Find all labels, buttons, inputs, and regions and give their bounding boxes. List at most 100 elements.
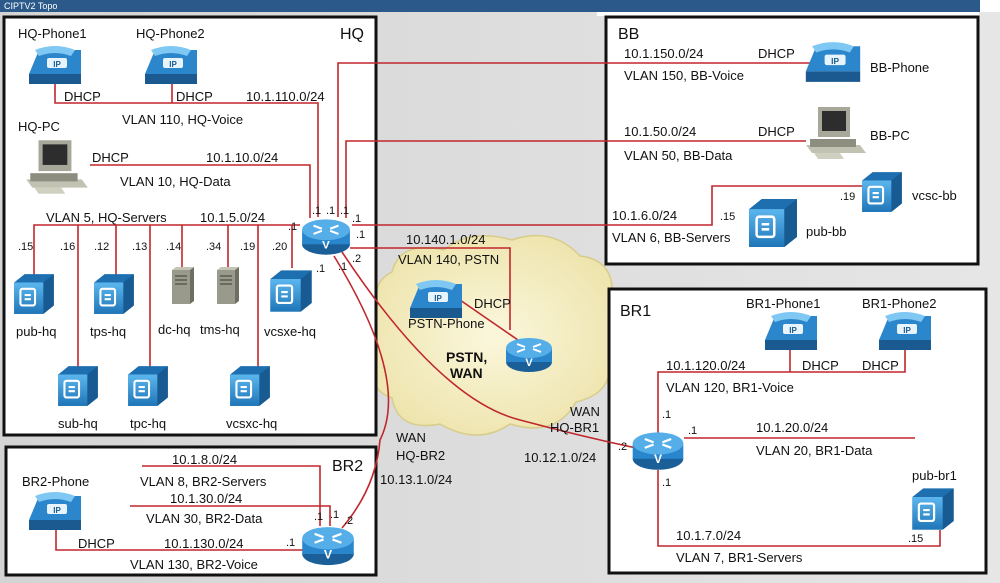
bb-phone-label: BB-Phone [870,60,929,75]
tms-hq-icon[interactable] [216,266,239,305]
site-title-bb: BB [618,26,639,43]
br2-wan-label: WAN [396,430,426,445]
br2-wan-subnet: 10.13.1.0/24 [380,472,452,487]
vcsxc-hq-ip: .19 [240,241,255,253]
tps-hq-ip: .12 [94,241,109,253]
vcsxc-hq-label: vcsxc-hq [226,416,277,431]
br2-router-icon[interactable] [301,525,355,567]
hq-phone2-label: HQ-Phone2 [136,26,205,41]
hq-phone2-dhcp: DHCP [176,89,213,104]
tms-hq-label: tms-hq [200,322,240,337]
hq-servers-subnet: 10.1.5.0/24 [200,210,265,225]
hq-data-subnet: 10.1.10.0/24 [206,150,278,165]
pub-bb-ip: .15 [720,211,735,223]
pub-hq-icon[interactable] [13,273,55,315]
br1-voice-subnet: 10.1.120.0/24 [666,358,746,373]
vcsxe-hq-icon[interactable] [269,269,313,313]
pub-bb-icon[interactable] [747,197,799,249]
hq-router-ip-br1: .2 [352,253,361,265]
pstn-router-icon[interactable] [504,336,554,374]
link-br2-data [130,505,331,526]
br2-wan-link-name: HQ-BR2 [396,448,445,463]
br1-phone2-label: BR1-Phone2 [862,296,936,311]
hq-router-ip-pstn: .1 [356,229,365,241]
br2-phone-dhcp: DHCP [78,536,115,551]
br2-phone-icon[interactable] [29,492,81,530]
site-title-br1: BR1 [620,303,651,320]
hq-router-ip-bb-servers: .1 [338,261,347,273]
background-strip [597,12,979,16]
br2-voice-vlan: VLAN 130, BR2-Voice [130,557,258,572]
br1-voice-vlan: VLAN 120, BR1-Voice [666,380,794,395]
br1-servers-vlan: VLAN 7, BR1-Servers [676,550,803,565]
tms-hq-ip: .34 [206,241,221,253]
dc-hq-icon[interactable] [171,266,194,305]
hq-router-ip-bb-voice: .1 [352,213,361,225]
br1-router-ip-data: .1 [688,425,697,437]
br2-router-ip-servers: .1 [314,511,323,523]
pub-br1-label: pub-br1 [912,468,957,483]
dc-hq-ip: .14 [166,241,181,253]
network-links [33,62,941,551]
link-hq-voice-phone1 [54,75,319,217]
br1-data-vlan: VLAN 20, BR1-Data [756,443,873,458]
pub-hq-label: pub-hq [16,324,56,339]
br2-router-ip-wan: .2 [344,515,353,527]
window-title: CIPTV2 Topo [4,1,58,11]
pstn-phone-label: PSTN-Phone [408,316,485,331]
br2-router-ip-voice: .1 [286,537,295,549]
br2-servers-vlan: VLAN 8, BR2-Servers [140,474,267,489]
br1-phone1-icon[interactable] [765,312,817,350]
hq-voice-subnet: 10.1.110.0/24 [246,89,325,104]
br1-data-subnet: 10.1.20.0/24 [756,420,828,435]
link-hq-servers [33,224,300,276]
link-bb-voice [337,62,815,217]
hq-phone1-icon[interactable] [29,46,81,84]
br1-servers-subnet: 10.1.7.0/24 [676,528,741,543]
hq-router-ip-servers: .1 [288,221,297,233]
dc-hq-label: dc-hq [158,322,191,337]
hq-router-ip-voice: .1 [326,205,335,217]
vcsc-bb-icon[interactable] [861,171,903,213]
tps-hq-label: tps-hq [90,324,126,339]
br2-data-vlan: VLAN 30, BR2-Data [146,511,263,526]
br1-wan-label: WAN [570,404,600,419]
br1-phone1-dhcp: DHCP [802,358,839,373]
link-bb-servers [352,185,868,226]
tpc-hq-label: tpc-hq [130,416,166,431]
bb-servers-vlan: VLAN 6, BB-Servers [612,230,731,245]
sub-hq-ip: .16 [60,241,75,253]
sub-hq-icon[interactable] [57,365,99,407]
vcsc-bb-ip: .19 [840,191,855,203]
br1-phone1-label: BR1-Phone1 [746,296,820,311]
cloud-label-wan: WAN [450,365,483,381]
br1-wan-subnet: 10.12.1.0/24 [524,450,596,465]
br1-router-icon[interactable] [631,431,685,471]
link-pstn [350,247,511,330]
link-pstn-phone [459,299,519,341]
pstn-vlan: VLAN 140, PSTN [398,252,499,267]
pstn-phone-icon[interactable] [410,280,462,318]
link-hq-data [90,164,311,218]
vcsxc-hq-icon[interactable] [229,365,271,407]
hq-router-ip-bb-data: .1 [340,205,349,217]
hq-phone2-icon[interactable] [145,46,197,84]
link-br1-servers [657,470,941,547]
hq-router-icon[interactable] [301,218,351,256]
site-title-br2: BR2 [332,458,363,475]
tpc-hq-icon[interactable] [127,365,169,407]
vcsc-bb-label: vcsc-bb [912,188,957,203]
bb-phone-icon[interactable] [805,42,861,82]
pub-br1-icon[interactable] [911,487,955,531]
br1-router-ip-voice: .1 [662,409,671,421]
hq-pc-label: HQ-PC [18,119,60,134]
link-bb-data [345,140,806,218]
tps-hq-icon[interactable] [93,273,135,315]
link-wan-hq-br2 [333,255,390,529]
vcsxe-hq-label: vcsxe-hq [264,324,316,339]
window-title-bar: CIPTV2 Topo [0,0,980,12]
br1-phone2-icon[interactable] [879,312,931,350]
pub-bb-label: pub-bb [806,224,846,239]
br1-wan-link-name: HQ-BR1 [550,420,599,435]
